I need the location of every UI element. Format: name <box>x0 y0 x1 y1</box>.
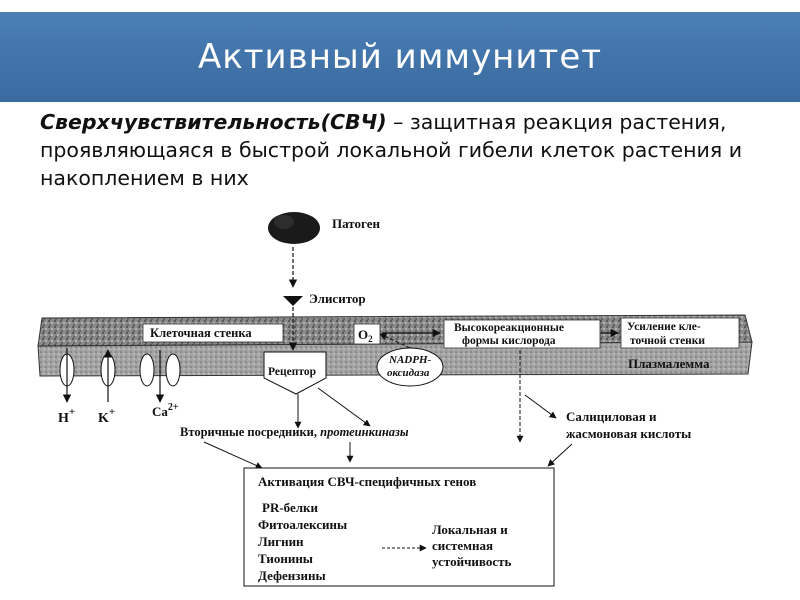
title-bar: Активный иммунитет <box>0 12 800 102</box>
ros-label-line1: Высокореакционные <box>454 322 564 334</box>
slide-title: Активный иммунитет <box>197 37 603 77</box>
ros-label-line2: формы кислорода <box>462 335 556 347</box>
ion-h-label: H+ <box>58 406 75 426</box>
elicitor-triangle <box>283 296 303 306</box>
resistance-line3: устойчивость <box>432 554 511 569</box>
ion-k-label: K+ <box>98 406 115 426</box>
cell-wall-label-box <box>142 323 284 343</box>
wall-strength-line2: точной стенки <box>630 335 705 347</box>
pathogen-blob <box>268 212 320 244</box>
wall-strength-line1: Усиление кле- <box>627 321 701 333</box>
activation-label: Активация СВЧ-специфичных генов <box>258 474 476 489</box>
wall-strength-box <box>620 317 740 349</box>
ion-channel-h <box>59 348 75 403</box>
gene-phytoalexins: Фитоалексины <box>258 517 347 532</box>
gene-pr-proteins: PR-белки <box>262 500 319 515</box>
hypersensitivity-diagram: Патоген Элиситор Клеточная стенка O2 Выс… <box>37 212 753 587</box>
ion-channel-ca <box>139 350 181 403</box>
ion-ca-label: Ca2+ <box>152 402 179 419</box>
gene-thionins: Тионины <box>258 551 313 566</box>
activation-box <box>243 467 555 587</box>
acids-to-activation-arrow <box>547 443 573 467</box>
nadph-to-o2-arrow <box>379 333 411 349</box>
o2-label: O2 <box>358 327 373 344</box>
ros-box <box>443 319 601 349</box>
ros-to-acids-arrow <box>524 394 557 419</box>
definition-text-block: Сверхчувствительность(СВЧ) – защитная ре… <box>40 108 780 186</box>
ion-channel-k <box>100 349 116 402</box>
plasmalemma-label: Плазмалемма <box>628 356 710 371</box>
receptor-label: Рецептор <box>268 366 316 378</box>
messengers-to-activation-arrow <box>203 441 263 469</box>
definition-term: Сверхчувствительность(СВЧ) <box>40 110 387 134</box>
resistance-line1: Локальная и <box>432 522 508 537</box>
resistance-line2: системная <box>432 538 493 553</box>
receptor-to-kinases-arrow <box>317 387 371 427</box>
nadph-line2: оксидаза <box>387 367 430 379</box>
secondary-messengers-label: Вторичные посредники, протеинкиназы <box>180 425 409 439</box>
cell-wall-label: Клеточная стенка <box>150 326 252 340</box>
gene-lignin: Лигнин <box>258 534 304 549</box>
nadph-line1: NADPH- <box>388 354 432 366</box>
receptor-shape <box>263 351 327 395</box>
pathogen-label: Патоген <box>332 216 380 231</box>
acids-line1: Салициловая и <box>566 409 657 424</box>
elicitor-label: Элиситор <box>309 291 366 306</box>
gene-defensins: Дефензины <box>258 568 326 583</box>
acids-line2: жасмоновая кислоты <box>566 426 691 441</box>
definition-body: – защитная реакция растения, проявляющая… <box>40 110 743 186</box>
